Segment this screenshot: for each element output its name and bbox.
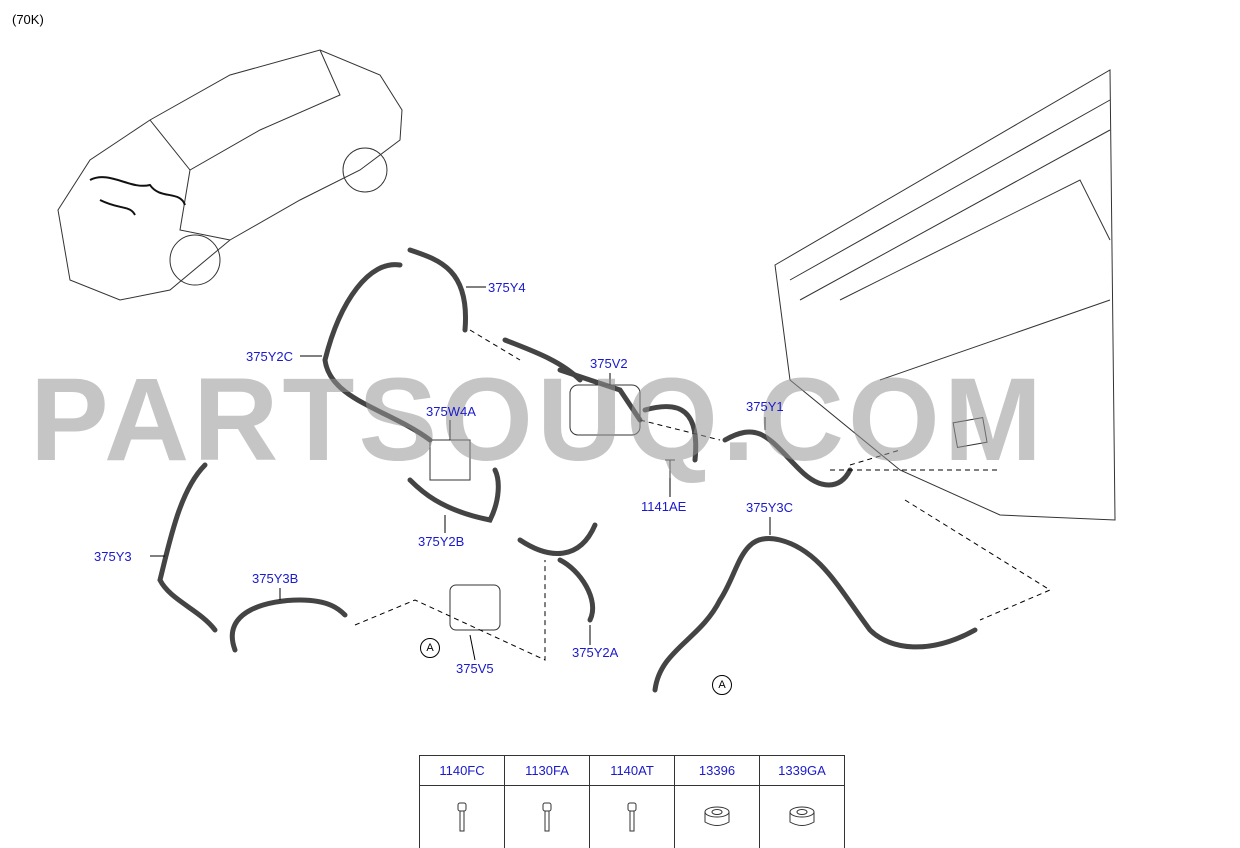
part-1140AT[interactable]: 1140AT — [589, 755, 675, 786]
solid-leaders — [150, 286, 771, 661]
callout-375V2[interactable]: 375V2 — [590, 356, 628, 371]
callout-375Y4[interactable]: 375Y4 — [488, 280, 526, 295]
callout-375Y1[interactable]: 375Y1 — [746, 399, 784, 414]
callout-375Y3C[interactable]: 375Y3C — [746, 500, 793, 515]
part-1140FC[interactable]: 1140FC — [419, 755, 505, 786]
vehicle-illustration — [57, 49, 403, 301]
leader-lines — [354, 329, 1052, 661]
callout-375Y2B[interactable]: 375Y2B — [418, 534, 465, 549]
nut-icon — [674, 785, 760, 848]
callout-375Y3[interactable]: 375Y3 — [94, 549, 132, 564]
callout-375W4A[interactable]: 375W4A — [426, 404, 476, 419]
hoses — [157, 247, 978, 693]
part-1339GA[interactable]: 1339GA — [759, 755, 845, 786]
bolt-icon — [504, 785, 590, 848]
diagram-code: (70K) — [12, 12, 44, 27]
reference-marker-a: A — [712, 675, 732, 695]
callout-375Y3B[interactable]: 375Y3B — [252, 571, 299, 586]
nut-icon — [759, 785, 845, 848]
part-1130FA[interactable]: 1130FA — [504, 755, 590, 786]
components — [429, 384, 675, 631]
callout-375Y2A[interactable]: 375Y2A — [572, 645, 619, 660]
reference-marker-a: A — [420, 638, 440, 658]
bolt-icon — [419, 785, 505, 848]
hardware-parts-table: 1140FC 1130FA 1140AT 13396 1339GA — [419, 755, 845, 848]
part-13396[interactable]: 13396 — [674, 755, 760, 786]
callout-375V5[interactable]: 375V5 — [456, 661, 494, 676]
bolt-icon — [589, 785, 675, 848]
callout-1141AE[interactable]: 1141AE — [641, 499, 687, 514]
battery-pack-illustration — [774, 69, 1116, 521]
callout-375Y2C[interactable]: 375Y2C — [246, 349, 293, 364]
